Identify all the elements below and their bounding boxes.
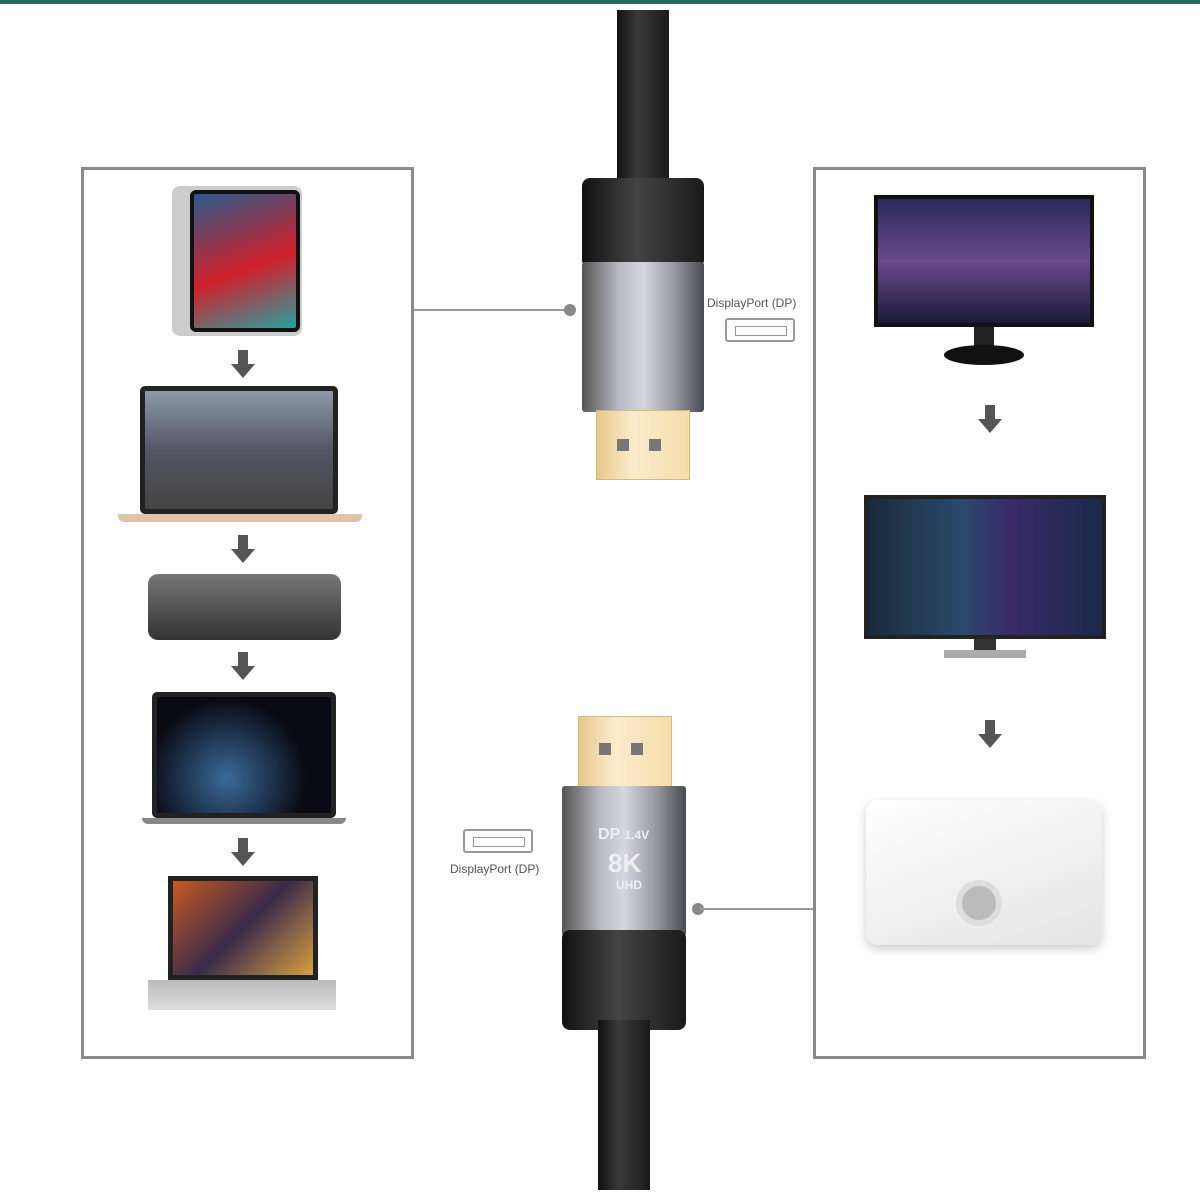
mac-mini-image [148,574,341,640]
monitor-image [874,195,1094,370]
dp-port-icon [725,318,795,342]
connector-line-right [700,908,813,910]
down-arrow-icon [231,350,255,380]
down-arrow-icon [978,405,1002,435]
plug-marking-dp: DP [598,826,620,843]
plug-marking-uhd: UHD [616,878,642,892]
down-arrow-icon [231,838,255,868]
projector-image [866,800,1102,945]
surface-laptop-image [148,876,336,1012]
dp-plug-top [596,410,690,480]
connector-line-left [414,309,570,311]
dp-port-icon [463,829,533,853]
connector-shell-top [582,262,704,412]
ipad-image [172,186,302,336]
cable-top [617,10,669,190]
macbook-pro-image [142,692,346,828]
dp-label-top: DisplayPort (DP) [707,296,797,310]
connector-dot-left [564,304,576,316]
connector-dot-right [692,903,704,915]
down-arrow-icon [231,535,255,565]
connector-boot-bottom [562,930,686,1030]
dp-label-bottom: DisplayPort (DP) [450,862,540,876]
plug-marking-8k: 8K [608,848,642,878]
cable-bottom [598,1020,650,1190]
multi-chart-monitor-image [864,495,1106,665]
connector-shell-bottom: DP 1.4V 8K UHD [562,786,686,936]
down-arrow-icon [231,652,255,682]
dp-plug-bottom [578,716,672,790]
macbook-image [118,386,362,526]
connector-boot-top [582,178,704,268]
top-accent-bar [0,0,1200,4]
down-arrow-icon [978,720,1002,750]
plug-marking-version: 1.4V [624,828,650,842]
